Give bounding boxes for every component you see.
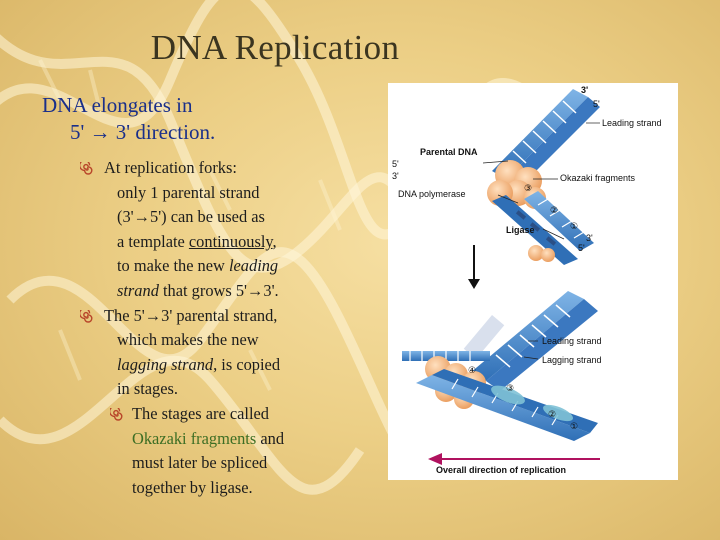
label-5prime-mid: 5' <box>578 243 585 253</box>
label-5prime-left: 5' <box>392 159 399 169</box>
ligase-label: Ligase <box>506 225 535 235</box>
bullet1-line5: to make the new leading <box>104 254 380 279</box>
bullet3-line3: must later be spliced <box>132 453 268 473</box>
bullet1-line4: a template continuously, <box>104 230 380 255</box>
bottom-replication-fork <box>402 291 600 465</box>
bullet1-line2: only 1 parental strand <box>117 182 260 202</box>
bullet1-line6: strand that grows 5'→3'. <box>104 279 380 304</box>
okazaki-fragments-text: Okazaki fragments <box>132 428 257 448</box>
bullet2-line2: which makes the new <box>117 330 259 350</box>
bullet1-line6-text: that grows 5'→3'. <box>158 280 279 300</box>
replication-diagram <box>402 89 600 465</box>
leading-strand-top-label: Leading strand <box>602 118 662 128</box>
leading-text: leading <box>228 256 279 276</box>
continuously-text: continuously <box>188 231 273 251</box>
bullet3-line1: The stages are called <box>132 403 269 423</box>
num-3-top: ③ <box>524 183 533 193</box>
bullet2-line4: in stages. <box>117 379 179 399</box>
spiral-bullet-icon <box>80 309 93 323</box>
bullet1-line1: At replication forks: <box>104 158 237 177</box>
num-1-top: ① <box>570 221 579 231</box>
bullet-list: At replication forks: only 1 parental st… <box>80 156 380 500</box>
num-1-bottom: ① <box>570 421 579 431</box>
num-2-top: ② <box>550 205 559 215</box>
heading-line-1: DNA elongates in <box>42 93 193 117</box>
leading-strand-bottom-label: Leading strand <box>542 336 602 346</box>
lagging-strand-label: Lagging strand <box>542 355 602 365</box>
okazaki-fragments-label: Okazaki fragments <box>560 173 636 183</box>
parental-dna-label: Parental DNA <box>420 147 478 157</box>
main-heading: DNA elongates in 5' → 3' direction. <box>42 92 215 146</box>
bullet3-line2-text: and <box>256 428 285 448</box>
label-leader-lines <box>482 122 600 360</box>
bullet-parental-strand: The 5'→3' parental strand, which makes t… <box>80 304 380 402</box>
replication-fork-figure: 3' 5' Leading strand Parental DNA 5' 3' … <box>388 83 678 480</box>
bullet1-line4-comma: , <box>272 231 277 251</box>
spiral-bullet-icon <box>80 162 93 175</box>
label-3prime-top: 3' <box>581 85 589 95</box>
top-parental-helix <box>487 89 600 265</box>
heading-line-2: 5' → 3' direction. <box>70 120 216 144</box>
label-3prime-mid: 3' <box>586 233 593 243</box>
overall-direction-label: Overall direction of replication <box>436 465 567 475</box>
bullet-okazaki: The stages are called Okazaki fragments … <box>110 402 380 500</box>
bullet2-line3: lagging strand, is copied <box>104 353 380 378</box>
bullet2-line1: The 5'→3' parental strand, <box>104 305 278 325</box>
bullet1-line4-text: a template <box>117 231 189 251</box>
bullet1-line3: (3'→5') can be used as <box>117 207 265 227</box>
spiral-bullet-icon <box>110 407 123 421</box>
num-4-bottom: ④ <box>468 365 477 375</box>
strand-text: strand <box>117 280 159 300</box>
overall-direction-arrow <box>428 453 600 465</box>
slide-title: DNA Replication <box>150 28 400 67</box>
label-3prime-left: 3' <box>392 171 399 181</box>
bullet2-line3-text: , is copied <box>213 354 281 374</box>
num-2-bottom: ② <box>548 409 557 419</box>
dna-polymerase-label: DNA polymerase <box>398 189 466 199</box>
bullet3-line2: Okazaki fragments and <box>132 427 380 452</box>
down-arrow <box>468 245 480 289</box>
label-5prime-top: 5' <box>593 99 600 109</box>
bullet3-line4: together by ligase. <box>132 477 253 497</box>
lagging-strand-text: lagging strand <box>117 354 214 374</box>
bullet-replication-forks: At replication forks: only 1 parental st… <box>80 156 380 304</box>
num-3-bottom: ③ <box>506 383 515 393</box>
bullet1-line5-text: to make the new <box>117 256 229 276</box>
